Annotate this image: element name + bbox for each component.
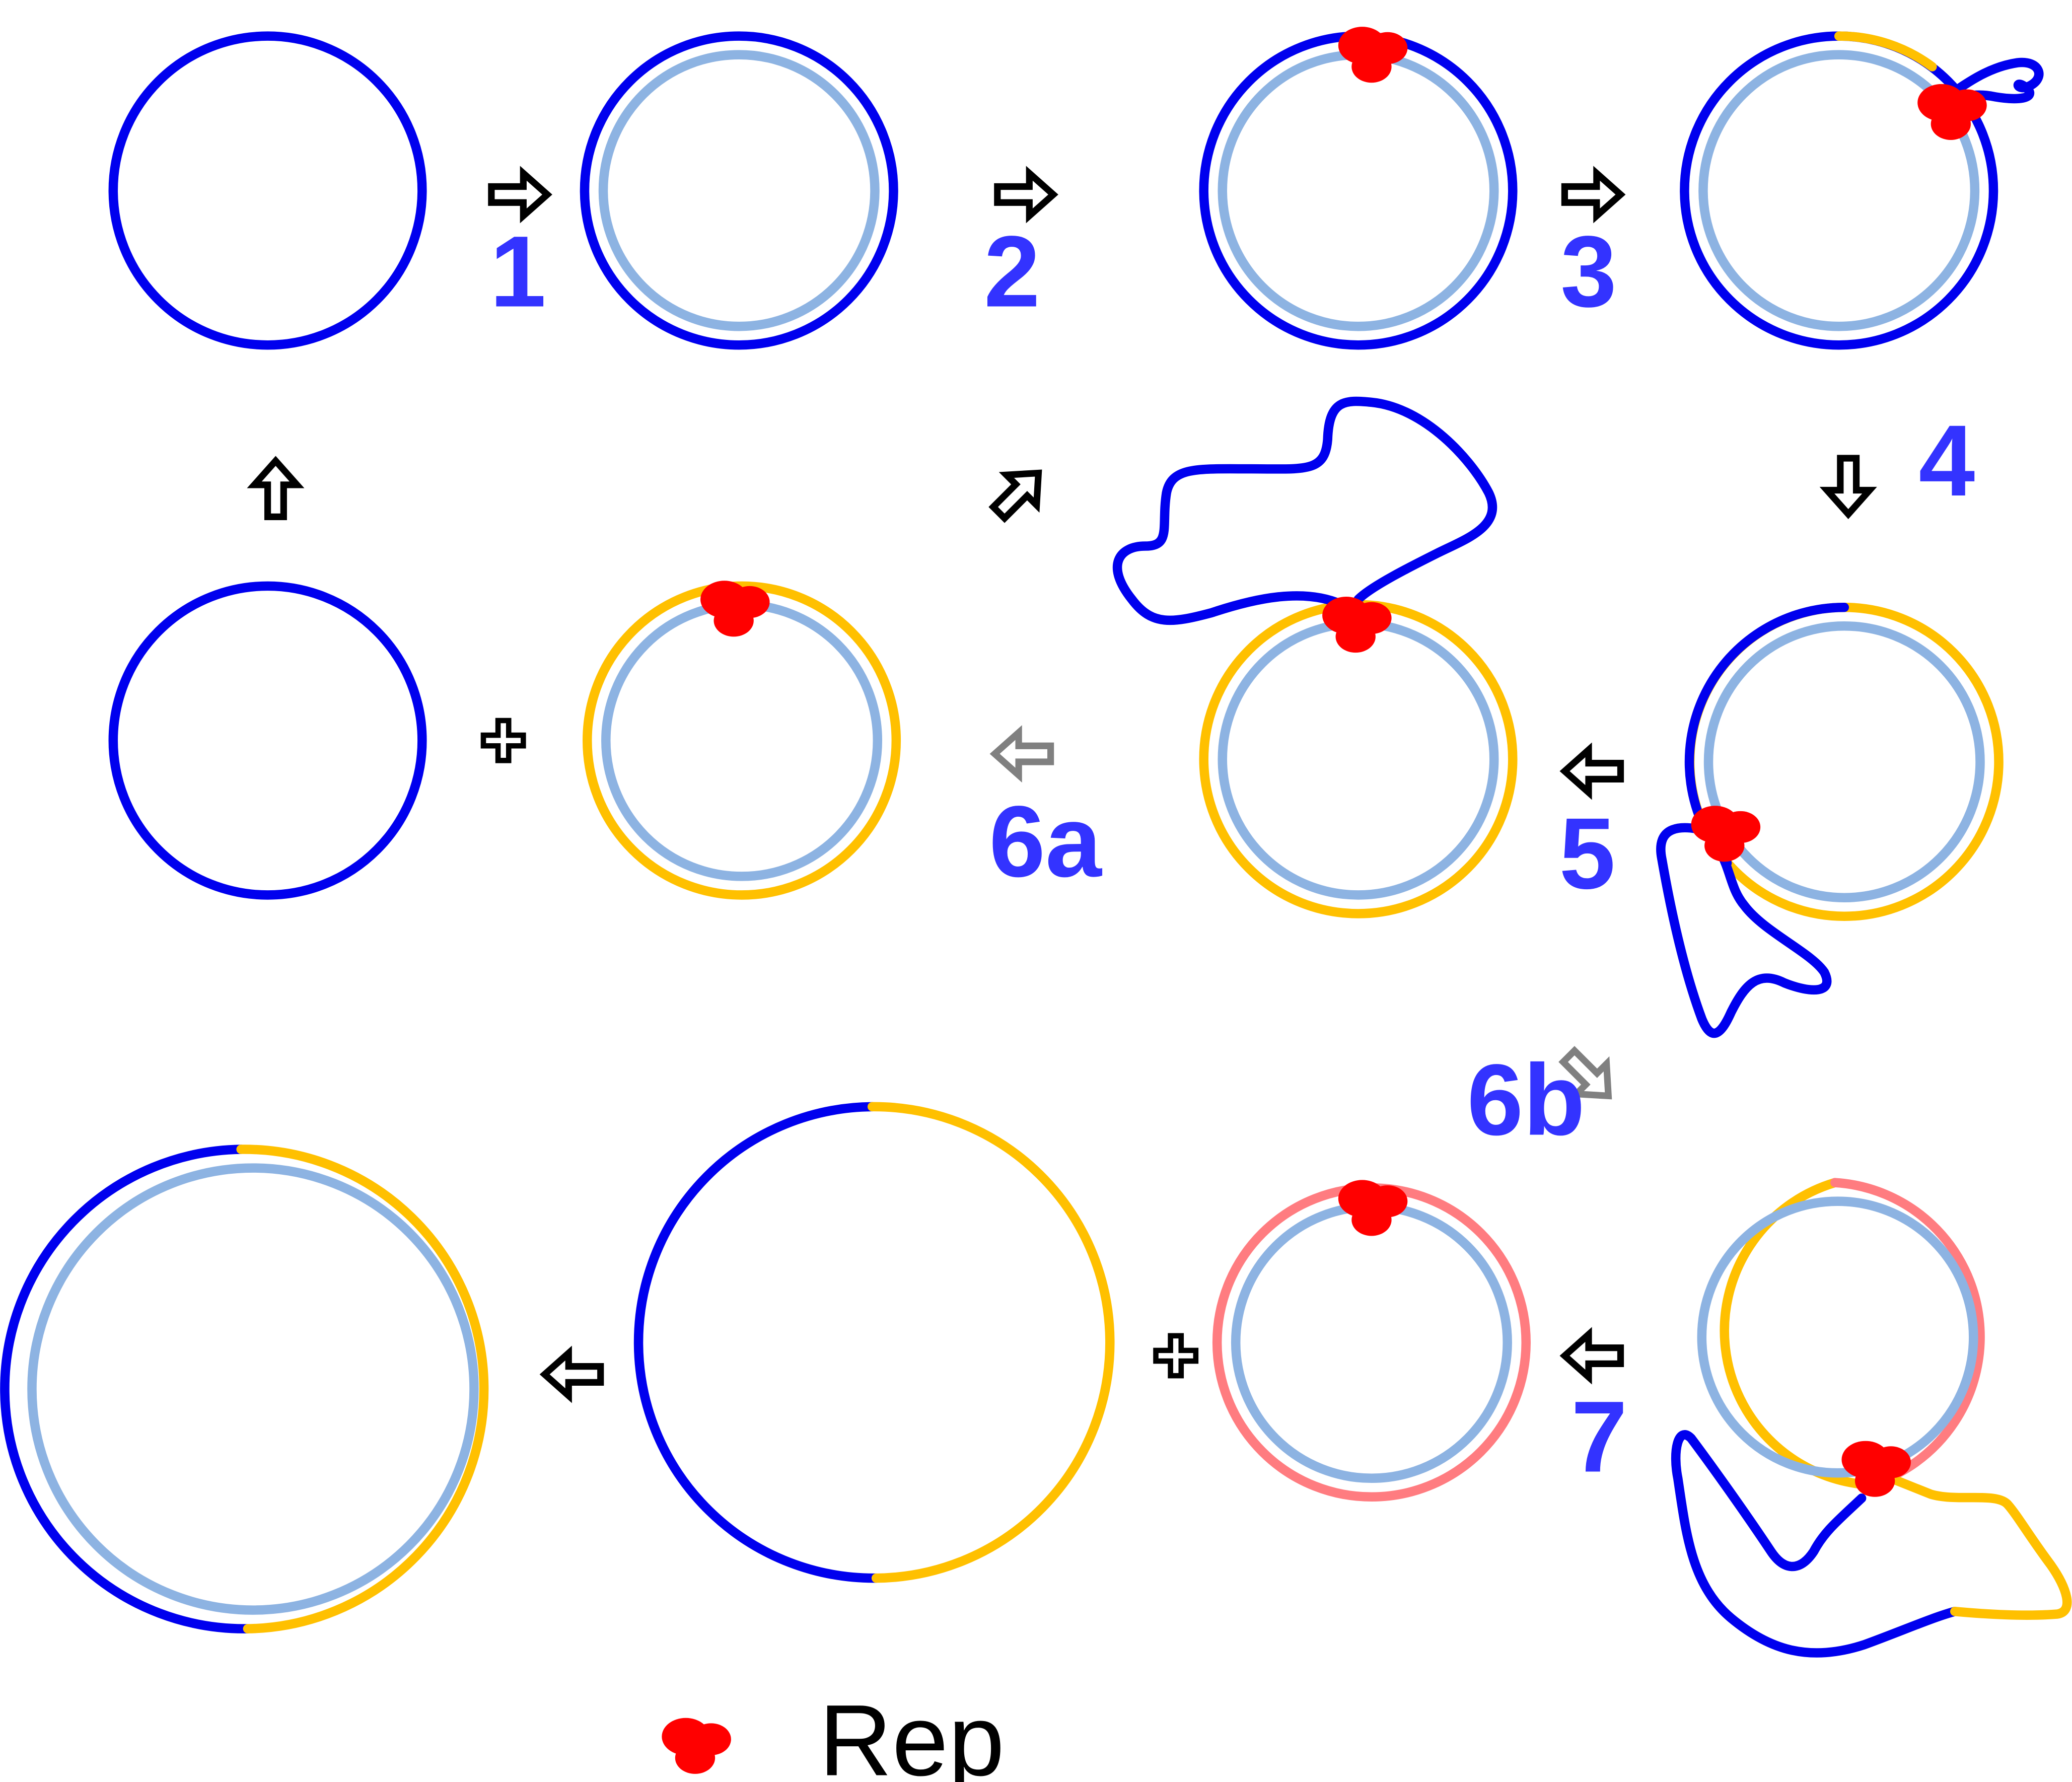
dsdna-circle-step1 <box>580 31 898 350</box>
rep-protein-icon <box>1841 1441 1911 1497</box>
rep-protein-icon <box>1338 27 1408 83</box>
arrow-up-right-icon <box>988 469 1042 523</box>
arrow-down-right-grey-icon <box>1558 1046 1612 1100</box>
step-label-5: 5 <box>1559 797 1615 910</box>
arrow-down-icon <box>1819 455 1877 520</box>
arrow-left-icon <box>1559 1327 1624 1385</box>
displaced-ssdna-complete <box>1112 396 1518 918</box>
step-label-6b: 6b <box>1467 1043 1585 1156</box>
arrow-right-icon <box>1561 166 1626 224</box>
step-label-6a: 6a <box>989 785 1103 898</box>
step-label-7: 7 <box>1571 1380 1627 1493</box>
arrow-right-icon <box>488 166 552 224</box>
rep-protein-icon <box>1917 84 1987 140</box>
rep-protein-icon <box>700 581 770 637</box>
arrow-left-icon <box>539 1345 604 1403</box>
rep-protein-icon <box>1338 1180 1408 1236</box>
step-label-3: 3 <box>1560 215 1617 328</box>
step-label-2: 2 <box>984 215 1040 328</box>
step-label-1: 1 <box>490 215 546 328</box>
rolling-circle-progress-step5 <box>1656 602 2004 1038</box>
arrow-up-icon <box>247 456 305 520</box>
rolling-circle-dimer-step7 <box>1671 1178 2072 1658</box>
ssdna-circle-initial <box>108 31 427 350</box>
ssdna-circle-product <box>108 581 427 900</box>
ssdna-dimer-circle <box>633 1102 1115 1583</box>
rep-protein-icon <box>1322 597 1392 653</box>
arrow-left-grey-icon <box>989 725 1054 783</box>
plus-icon <box>480 718 526 763</box>
arrow-right-icon <box>994 166 1058 224</box>
arrow-left-icon <box>1559 742 1624 800</box>
rolling-circle-start-step3 <box>1680 31 2044 350</box>
plus-icon <box>1153 1333 1199 1379</box>
dsdna-final-product <box>0 1145 489 1633</box>
rep-protein-icon <box>662 1718 731 1774</box>
step-label-4: 4 <box>1919 404 1975 517</box>
legend-label: Rep <box>819 1684 1005 1782</box>
dsdna-rep-bound-step2 <box>1199 31 1518 350</box>
